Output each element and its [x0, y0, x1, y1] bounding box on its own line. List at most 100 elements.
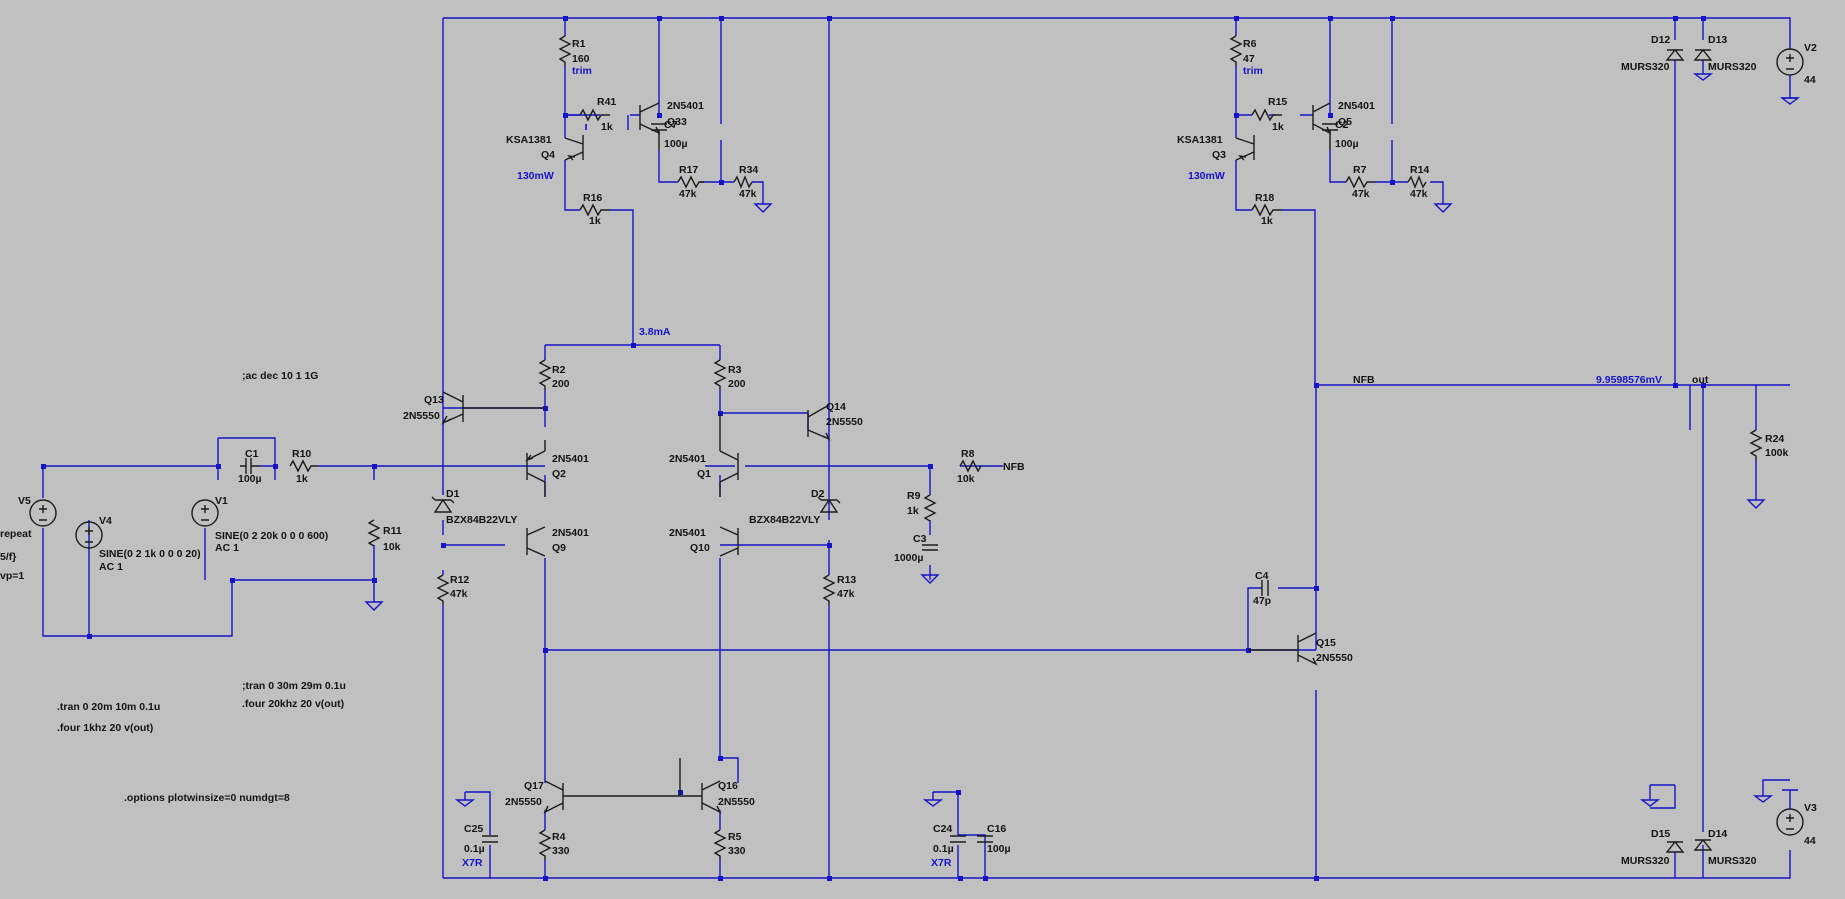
v2-name: V2	[1804, 42, 1817, 54]
r4-name: R4	[552, 831, 566, 843]
q3-model: KSA1381	[1177, 134, 1223, 146]
ground-icon	[1433, 198, 1453, 213]
r15-name: R15	[1268, 96, 1287, 108]
ground-icon	[753, 198, 773, 213]
r5-name: R5	[728, 831, 742, 843]
ground-icon	[1752, 779, 1790, 803]
source-v1-icon	[191, 499, 219, 527]
q14-name: Q14	[826, 401, 846, 413]
r18-value: 1k	[1261, 215, 1273, 227]
r15-value: 1k	[1272, 121, 1284, 133]
r10-name: R10	[292, 448, 311, 460]
q4-model: KSA1381	[506, 134, 552, 146]
transistor-q16-icon	[679, 758, 722, 814]
q17-model: 2N5550	[505, 796, 542, 808]
transistor-q33-icon	[639, 102, 661, 135]
c2-name: C2	[1335, 119, 1349, 131]
c3-name: C3	[913, 533, 927, 545]
r24-name: R24	[1765, 433, 1784, 445]
v5-partial2: 5/f}	[0, 551, 16, 563]
transistor-q13-icon	[441, 391, 545, 425]
capacitor-c4-icon	[1261, 580, 1269, 596]
operating-current: 3.8mA	[639, 326, 671, 338]
q9-name: Q9	[552, 542, 566, 554]
capacitor-c1-icon	[240, 458, 260, 474]
c24-tag: X7R	[931, 857, 952, 869]
d2-name: D2	[811, 488, 825, 500]
r17-name: R17	[679, 164, 698, 176]
ground-icon	[1692, 72, 1714, 81]
zener-d2-icon	[817, 496, 841, 513]
r7-name: R7	[1353, 164, 1367, 176]
q1-model: 2N5401	[669, 453, 706, 465]
capacitor-c24-icon	[950, 835, 966, 843]
c25-tag: X7R	[462, 857, 483, 869]
v1-ac: AC 1	[215, 542, 239, 554]
r17-value: 47k	[679, 188, 697, 200]
q17-name: Q17	[524, 780, 544, 792]
c2-value: 100µ	[1335, 138, 1359, 150]
diode-d13-icon	[1693, 48, 1713, 61]
r12-value: 47k	[450, 588, 468, 600]
r3-value: 200	[728, 378, 746, 390]
r9-name: R9	[907, 490, 921, 502]
resistor-r16-icon	[579, 203, 610, 217]
resistor-symbols[interactable]	[289, 35, 1763, 860]
c16-value: 100µ	[987, 843, 1011, 855]
q2-model: 2N5401	[552, 453, 589, 465]
d12-model: MURS320	[1621, 61, 1670, 73]
r7-value: 47k	[1352, 188, 1370, 200]
resistor-r24-icon	[1749, 429, 1763, 460]
capacitor-symbols[interactable]	[240, 123, 1338, 843]
diode-symbols[interactable]	[431, 48, 1713, 853]
resistor-r5-icon	[713, 829, 727, 860]
d14-model: MURS320	[1708, 855, 1757, 867]
q10-model: 2N5401	[669, 527, 706, 539]
r5-value: 330	[728, 845, 746, 857]
resistor-r17-icon	[677, 175, 704, 189]
net-nfb-label-2: NFB	[1353, 374, 1375, 386]
r11-value: 10k	[383, 541, 401, 553]
diode-d14-icon	[1693, 838, 1713, 851]
ground-icon	[454, 792, 476, 807]
r1-value: 160	[572, 53, 590, 65]
r34-value: 47k	[739, 188, 757, 200]
q3-power: 130mW	[1188, 170, 1225, 182]
c16-name: C16	[987, 823, 1006, 835]
r6-name: R6	[1243, 38, 1257, 50]
transistor-q4-icon	[564, 135, 584, 161]
source-symbols[interactable]	[29, 48, 1804, 836]
ground-icon	[1746, 499, 1766, 509]
q13-model: 2N5550	[403, 410, 440, 422]
v1-name: V1	[215, 495, 228, 507]
c7-name: C7	[664, 119, 678, 131]
resistor-r6-icon	[1229, 35, 1243, 66]
v1-value: SINE(0 2 20k 0 0 0 600)	[215, 530, 328, 542]
wires[interactable]	[42, 17, 1798, 879]
q33-model: 2N5401	[667, 100, 704, 112]
r14-name: R14	[1410, 164, 1429, 176]
r11-name: R11	[383, 525, 402, 537]
ground-icon	[1639, 785, 1661, 807]
q4-name: Q4	[541, 149, 555, 161]
r10-value: 1k	[296, 473, 308, 485]
resistor-r1-icon	[558, 35, 572, 66]
r13-name: R13	[837, 574, 856, 586]
transistor-symbols[interactable]	[441, 102, 1332, 814]
labels: ;ac dec 10 1 1G .tran 0 20m 10m 0.1u .fo…	[0, 34, 1817, 869]
diode-d15-icon	[1665, 840, 1685, 853]
resistor-r2-icon	[538, 359, 552, 390]
c24-value: 0.1µ	[933, 843, 954, 855]
source-v5-icon	[29, 499, 57, 527]
transistor-q9-icon	[526, 526, 546, 557]
resistor-r13-icon	[822, 574, 836, 605]
q9-model: 2N5401	[552, 527, 589, 539]
resistor-r4-icon	[538, 829, 552, 860]
net-out-label: out	[1692, 374, 1709, 386]
operating-voltage: 9.9598576mV	[1596, 374, 1662, 386]
transistor-q17-icon	[543, 780, 680, 814]
resistor-r12-icon	[436, 574, 450, 605]
q1-name: Q1	[697, 468, 711, 480]
v3-name: V3	[1804, 802, 1817, 814]
